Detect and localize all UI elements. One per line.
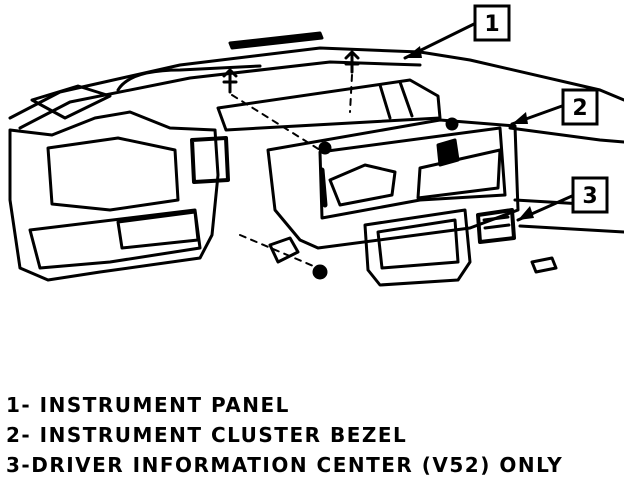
cluster-inner-lines	[378, 80, 414, 120]
bezel-gauge-right	[416, 148, 502, 200]
screw-bezel-top	[318, 141, 332, 155]
driver-information-center	[476, 208, 516, 244]
callout-3: 3	[571, 176, 609, 214]
callout-3-number: 3	[582, 184, 597, 209]
assembly-line-1	[231, 94, 321, 151]
left-vent	[30, 84, 112, 120]
callout-2: 2	[561, 88, 599, 126]
defroster-slot	[228, 31, 324, 50]
glovebox-outline	[46, 136, 180, 212]
callout-1-box	[473, 4, 511, 42]
left-vent-2	[190, 136, 230, 184]
screw-lower	[312, 264, 328, 280]
screw-top-right	[344, 50, 360, 74]
cluster-hood-curve	[116, 64, 262, 92]
leader-2-arrow	[512, 112, 528, 124]
bezel-stem	[319, 167, 328, 208]
screw-lower-left	[268, 236, 300, 264]
leader-3-arrow	[518, 206, 534, 220]
dash-top-outline	[8, 46, 624, 120]
callout-3-box	[571, 176, 609, 214]
screw-bezel-right	[445, 117, 459, 131]
cluster-opening	[216, 78, 442, 132]
callout-1-number: 1	[484, 12, 499, 37]
assembly-line-3	[239, 234, 319, 269]
legend-item-driver-information-center: 3-DRIVER INFORMATION CENTER (V52) ONLY	[6, 453, 564, 477]
dash-top-inner	[18, 60, 422, 130]
lower-panel-left	[28, 208, 202, 270]
callout-2-box	[561, 88, 599, 126]
dic-buttons	[482, 215, 511, 230]
legend-item-instrument-cluster-bezel: 2- INSTRUMENT CLUSTER BEZEL	[6, 423, 408, 447]
screw-top-left	[222, 68, 238, 94]
column-shroud	[363, 208, 472, 287]
small-part-right	[530, 256, 558, 274]
legend-item-instrument-panel: 1- INSTRUMENT PANEL	[6, 393, 290, 417]
panel-slot-left	[116, 210, 200, 250]
callout-2-number: 2	[572, 96, 587, 121]
instrument-cluster-bezel	[266, 118, 520, 250]
bezel-gauge	[328, 163, 397, 207]
column-shroud-inner	[376, 218, 460, 270]
instrument-panel-left	[8, 110, 220, 282]
parts-legend: 1- INSTRUMENT PANEL 2- INSTRUMENT CLUSTE…	[6, 390, 618, 480]
callout-1: 1	[473, 4, 511, 42]
bezel-inner	[318, 126, 507, 220]
leader-1-arrow	[405, 46, 422, 58]
assembly-line-2	[349, 74, 353, 113]
dash-right-top	[508, 126, 624, 144]
bezel-knob	[436, 138, 460, 167]
